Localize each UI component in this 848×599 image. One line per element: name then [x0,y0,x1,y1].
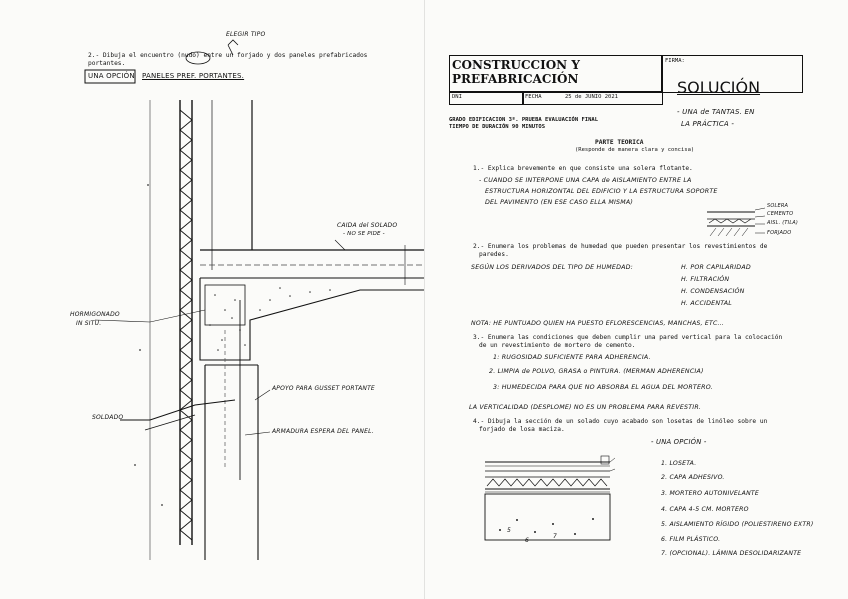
fecha-value: 25 de JUNIO 2021 [565,94,618,100]
label-apoyo: APOYO PARA GUSSET PORTANTE [272,385,375,392]
answer-4-item-1: 1. LOSETA. [661,460,697,467]
firma-label: FIRMA: [665,58,685,64]
course-title-line2: PREFABRICACIÓN [452,72,579,86]
label-caida-solado: CAIDA del SOLADO [337,222,398,229]
option-label: UNA OPCIÓN [88,72,135,80]
answer-3-item-1: 1: RUGOSIDAD SUFICIENTE PARA ADHERENCIA. [493,354,651,361]
marker-7: 7 [553,533,558,540]
answer-1-line1: - CUANDO SE INTERPONE UNA CAPA de AISLAM… [479,177,692,184]
answer-4-item-4: 4. CAPA 4-5 CM. MORTERO [661,506,749,513]
nota-line: NOTA: HE PUNTUADO QUIEN HA PUESTO EFLORE… [471,320,724,327]
left-page: ELEGIR TIPO 2.- Dibuja el encuentro (nud… [70,31,424,560]
label-hormigonado: HORMIGONADO [70,311,120,318]
answer-3-item-2: 2. LIMPIA de POLVO, GRASA o PINTURA. (ME… [489,368,704,375]
answer-4-item-5: 5. AISLAMIENTO RÍGIDO (POLIESTIRENO EXTR… [661,521,814,528]
firma-box [661,55,803,93]
label-no-se-pide: - NO SE PIDE - [343,231,385,237]
course-title-line1: CONSTRUCCION Y [452,58,580,72]
label-armadura: ARMADURA ESPERA DEL PANEL. [272,428,374,435]
note-elegir-tipo: ELEGIR TIPO [226,31,266,38]
grado-line: GRADO EDIFICACION 3º. PRUEBA EVALUACIÓN … [449,117,599,123]
fecha-label: FECHA [525,94,542,100]
fecha-box [522,91,663,105]
label-in-situ: IN SITU. [76,320,102,327]
parte-teorica-heading: PARTE TEORICA [595,139,644,146]
question-3-line1: 3.- Enumera las condiciones que deben cu… [473,334,783,341]
una-forma-note: - UNA de TANTAS. EN [677,108,755,116]
header-title-box [449,55,663,93]
legend-aislamiento: AISL. (TILA) [767,220,799,226]
question-2-line2: paredes. [479,251,509,258]
answer-2-item-3: H. CONDENSACIÓN [681,288,745,295]
solado-section-sketch [484,455,616,541]
question-3-line2: de un revestimiento de mortero de cement… [479,342,636,349]
right-page: CONSTRUCCION Y PREFABRICACIÓN FIRMA: SOL… [424,0,848,599]
answer-2-item-4: H. ACCIDENTAL [681,300,732,307]
panel-type-label: PANELES PREF. PORTANTES. [142,72,245,80]
marker-5: 5 [507,527,512,534]
legend-forjado: FORJADO [767,230,792,236]
q2-line1: 2.- Dibuja el encuentro (nudo) entre un … [88,52,368,59]
dni-box [449,91,524,105]
answer-1-line2: ESTRUCTURA HORIZONTAL DEL EDIFICIO Y LA … [485,188,718,195]
answer-3-extra: LA VERTICALIDAD (DESPLOME) NO ES UN PROB… [469,404,702,411]
answer-1-line3: DEL PAVIMENTO (EN ESE CASO ELLA MISMA) [485,199,634,206]
question-4-line1: 4.- Dibuja la sección de un solado cuyo … [473,418,768,425]
question-4-line2: forjado de losa maciza. [479,426,565,433]
legend-solera: SOLERA [767,203,789,209]
answer-4-item-2: 2. CAPA ADHESIVO. [661,474,725,481]
answer-4-item-6: 6. FILM PLÁSTICO. [661,536,721,543]
responde-note: (Responde de manera clara y concisa) [575,147,695,153]
dni-label: DNI [452,94,462,100]
la-practica-note: LA PRÁCTICA - [681,120,735,128]
q2-line2: portantes. [88,60,126,67]
tiempo-line: TIEMPO DE DURACIÓN 90 MINUTOS [449,124,546,130]
label-soldado: SOLDADO [92,414,124,421]
solera-sketch [707,207,766,237]
answer-2-item-1: H. POR CAPILARIDAD [681,264,751,271]
answer-4-item-3: 3. MORTERO AUTONIVELANTE [661,490,760,497]
marker-6: 6 [525,537,530,544]
solucion-heading: SOLUCIÓN [677,78,761,97]
answer-2-item-2: H. FILTRACIÓN [681,276,730,283]
una-opcion-label: - UNA OPCIÓN - [651,438,707,446]
question-2-line1: 2.- Enumera los problemas de humedad que… [473,243,768,250]
legend-cemento: CEMENTO [767,211,794,217]
nudo-forjado-drawing [84,39,424,560]
answer-2-lead: SEGÚN LOS DERIVADOS DEL TIPO DE HUMEDAD: [471,264,634,271]
question-1: 1.- Explica brevemente en que consiste u… [473,165,693,172]
answer-3-item-3: 3: HUMEDECIDA PARA QUE NO ABSORBA EL AGU… [493,384,713,391]
answer-4-item-7: 7. (OPCIONAL). LÁMINA DESOLIDARIZANTE [661,550,802,557]
